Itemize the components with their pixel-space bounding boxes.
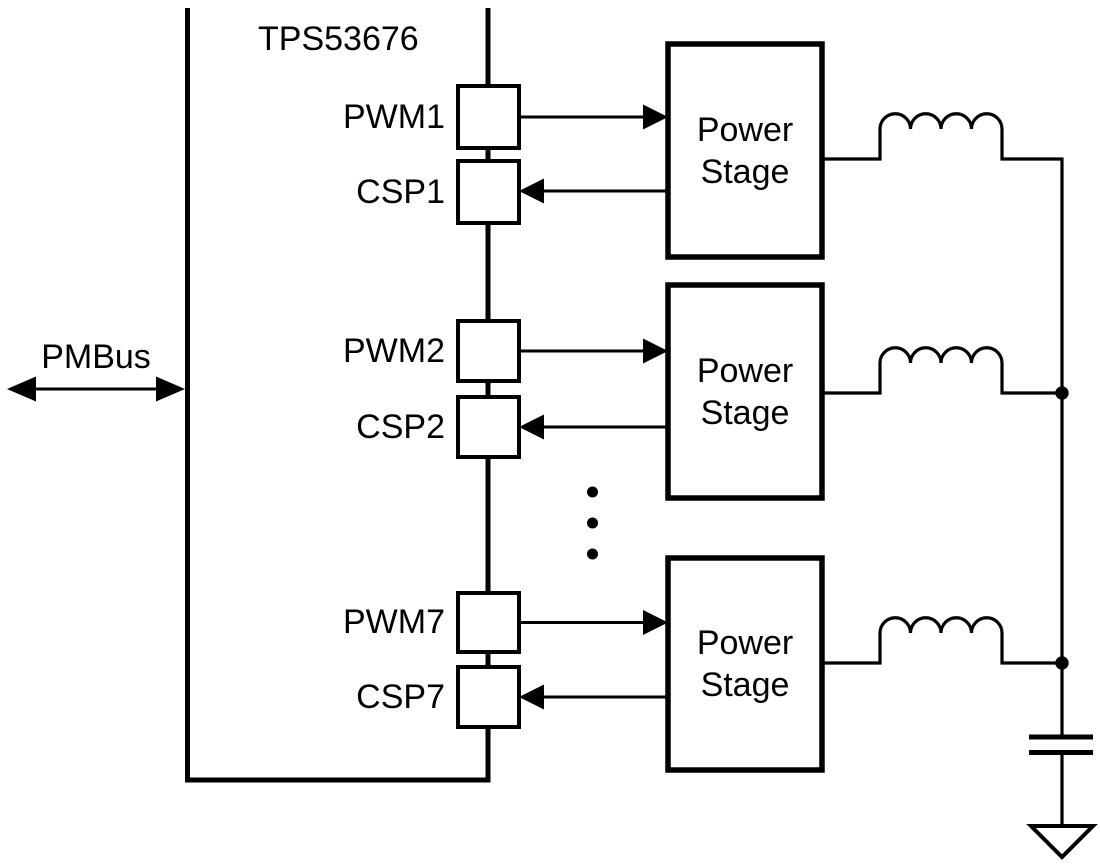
power-stage-3-label-line1: Power	[696, 624, 794, 662]
pin-box-csp2	[456, 395, 521, 459]
pmbus-arrowhead-left	[7, 376, 36, 402]
inductor-2	[822, 346, 1062, 395]
power-stage-2-label-line1: Power	[696, 352, 794, 390]
pin-box-csp7	[456, 665, 521, 729]
inductor-1	[822, 112, 1062, 161]
pmbus-arrow	[7, 376, 185, 402]
pmbus-label: PMBus	[41, 338, 151, 376]
ellipsis-dots	[587, 486, 598, 560]
power-stage-1-label: Power Stage	[668, 109, 822, 193]
power-stage-3-label: Power Stage	[668, 622, 822, 706]
power-stage-2-box	[665, 282, 825, 501]
pin-box-csp1	[456, 159, 521, 225]
pin-label-csp7: CSP7	[356, 678, 445, 716]
stage2-to-csp2-arrow	[519, 414, 668, 440]
power-stage-3-label-line2: Stage	[700, 666, 790, 704]
pin-label-csp1: CSP1	[356, 173, 445, 211]
junction-dot-2	[1055, 656, 1069, 670]
power-stage-1-label-line2: Stage	[700, 153, 790, 191]
inductor-3	[822, 616, 1062, 665]
junction-dot-1	[1055, 386, 1069, 400]
chip-title: TPS53676	[258, 20, 419, 58]
pmbus-arrowhead-right	[156, 376, 185, 402]
pin-box-pwm7	[456, 591, 521, 654]
chip-outline	[185, 8, 491, 783]
pin-label-pwm2: PWM2	[343, 332, 445, 370]
pin-label-csp2: CSP2	[356, 408, 445, 446]
pwm1-to-stage1-arrow	[519, 104, 668, 130]
power-stage-2-label: Power Stage	[668, 350, 822, 434]
stage1-to-csp1-arrow	[519, 178, 668, 204]
power-stage-2-label-line2: Stage	[700, 394, 790, 432]
power-stage-1-label-line1: Power	[696, 111, 794, 149]
stage3-to-csp7-arrow	[519, 684, 668, 710]
output-capacitor	[1029, 734, 1093, 826]
pin-label-pwm1: PWM1	[343, 98, 445, 136]
pin-box-pwm1	[456, 84, 521, 150]
pin-label-pwm7: PWM7	[343, 603, 445, 641]
pwm7-to-stage3-arrow	[519, 610, 668, 635]
pin-box-pwm2	[456, 319, 521, 383]
ground-symbol	[1026, 824, 1098, 860]
power-stage-1-box	[665, 41, 825, 260]
pwm2-to-stage2-arrow	[519, 338, 668, 364]
